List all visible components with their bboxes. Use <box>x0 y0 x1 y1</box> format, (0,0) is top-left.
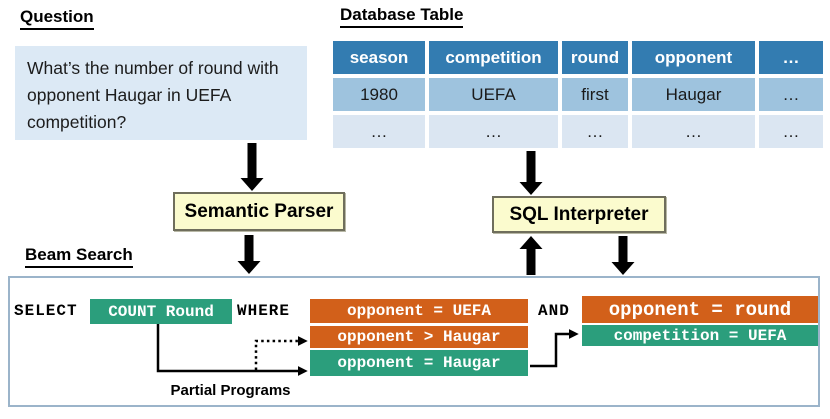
semantic-parser-box: Semantic Parser <box>173 192 345 231</box>
next-candidate-box-accepted: competition = UEFA <box>582 325 818 346</box>
table-cell: first <box>562 78 628 111</box>
question-heading: Question <box>20 7 94 31</box>
column-header-competition: competition <box>429 41 558 74</box>
arrow-interpreter-to-beam-icon <box>611 236 635 275</box>
table-cell: … <box>333 115 425 148</box>
question-box: What’s the number of round with opponent… <box>15 46 307 140</box>
column-header-opponent: opponent <box>632 41 755 74</box>
sql-interpreter-box: SQL Interpreter <box>492 196 666 233</box>
arrow-beam-to-interpreter-icon <box>519 236 543 275</box>
column-header-more: … <box>759 41 823 74</box>
arrow-question-to-parser-icon <box>240 143 264 191</box>
partial-programs-label: Partial Programs <box>170 382 291 399</box>
table-cell: … <box>759 115 823 148</box>
select-keyword: SELECT <box>14 302 78 320</box>
candidate-box-accepted: opponent = Haugar <box>310 350 528 376</box>
table-cell: … <box>429 115 558 148</box>
beam-search-heading: Beam Search <box>25 245 133 269</box>
next-candidate-box-rejected: opponent = round <box>582 296 818 323</box>
table-cell: … <box>759 78 823 111</box>
candidate-box-rejected: opponent > Haugar <box>310 326 528 348</box>
table-cell: 1980 <box>333 78 425 111</box>
where-keyword: WHERE <box>237 302 291 320</box>
table-cell: UEFA <box>429 78 558 111</box>
column-header-season: season <box>333 41 425 74</box>
database-table: season competition round opponent … 1980… <box>333 41 823 148</box>
table-cell: … <box>562 115 628 148</box>
database-table-heading: Database Table <box>340 5 464 29</box>
table-cell: Haugar <box>632 78 755 111</box>
arrow-parser-to-beam-icon <box>237 235 261 274</box>
and-keyword: AND <box>538 302 570 320</box>
arrow-table-to-interpreter-icon <box>519 151 543 195</box>
table-cell: … <box>632 115 755 148</box>
candidate-box-rejected: opponent = UEFA <box>310 299 528 323</box>
column-header-round: round <box>562 41 628 74</box>
select-clause-box: COUNT Round <box>90 299 232 324</box>
